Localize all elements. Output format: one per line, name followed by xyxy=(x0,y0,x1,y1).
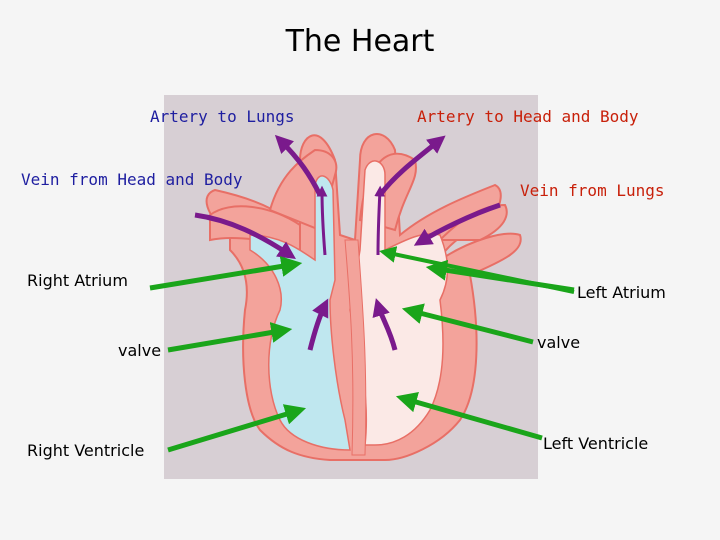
septum xyxy=(344,239,367,456)
label-left-atrium: Left Atrium xyxy=(577,283,666,302)
label-left-ventricle: Left Ventricle xyxy=(543,434,649,453)
flow-arrow-left-upward xyxy=(374,185,386,256)
pointer-right-ventricle xyxy=(167,404,307,453)
label-right-atrium: Right Atrium xyxy=(27,271,128,290)
pointer-valve-right xyxy=(167,322,293,353)
flow-arrow-right-ventricle xyxy=(307,298,329,351)
label-vein-from-lungs: Vein from Lungs xyxy=(520,181,665,200)
label-artery-to-head-body: Artery to Head and Body xyxy=(417,107,639,126)
flow-arrow-right-upward xyxy=(316,185,328,256)
label-artery-to-lungs: Artery to Lungs xyxy=(150,107,295,126)
pointer-left-atrium-inner xyxy=(379,246,575,294)
label-vein-from-head-body: Vein from Head and Body xyxy=(21,170,243,189)
label-valve-left: valve xyxy=(537,333,581,352)
flow-arrow-left-ventricle xyxy=(372,298,398,351)
pointer-valve-left xyxy=(401,303,534,345)
pointer-right-atrium xyxy=(149,256,303,291)
pointer-left-ventricle xyxy=(395,391,543,441)
flow-arrow-vena-cava xyxy=(194,212,296,259)
label-right-ventricle: Right Ventricle xyxy=(27,441,145,460)
label-valve-right: valve xyxy=(118,341,162,360)
flow-arrow-pulmonary-vein xyxy=(413,202,501,246)
diagram-title: The Heart xyxy=(285,24,435,59)
